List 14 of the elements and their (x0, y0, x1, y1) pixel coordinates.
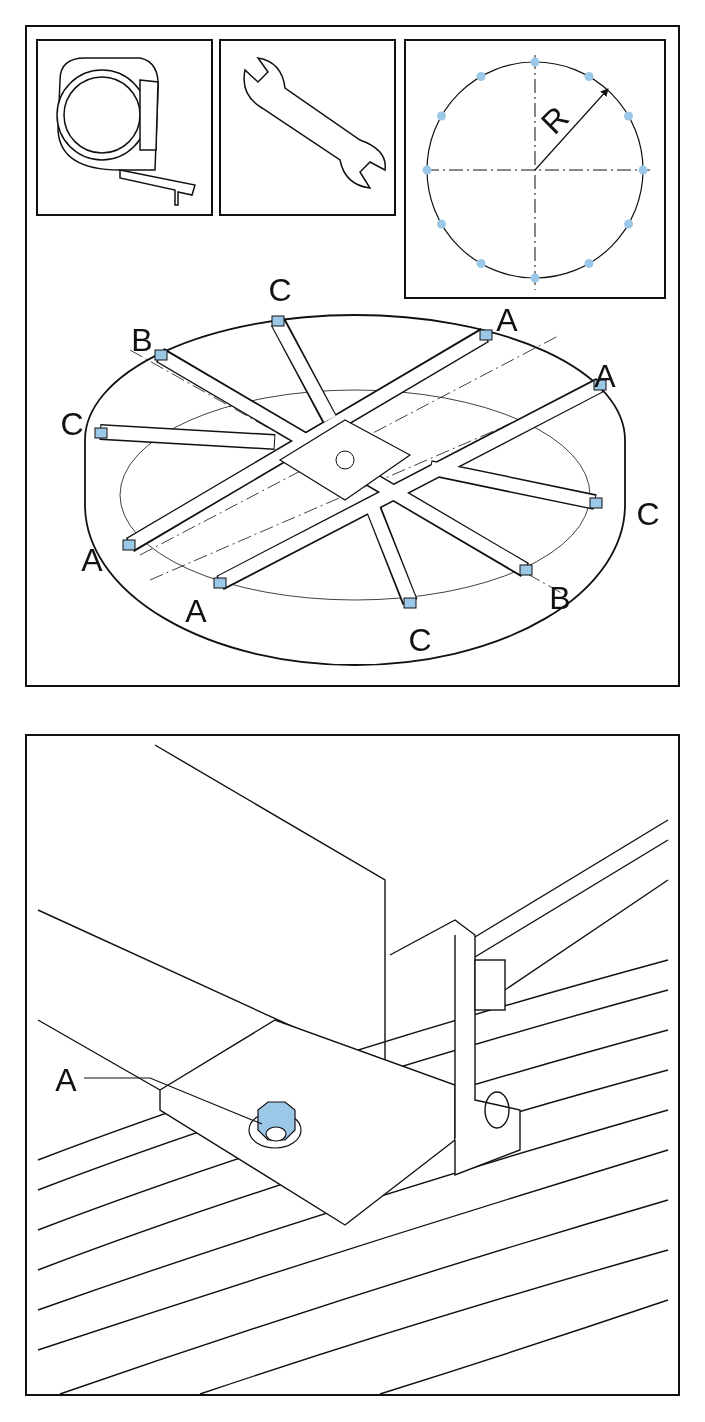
callout-letter: A (81, 544, 103, 576)
callout-letter: B (549, 582, 571, 614)
callout-letter: A (594, 360, 616, 392)
callout-letter: C (268, 274, 292, 306)
leader-line (83, 1077, 263, 1125)
radius-label: R (535, 100, 575, 140)
callout-letter: A (55, 1064, 77, 1096)
callout-letter: A (496, 304, 518, 336)
callout-letter: B (131, 324, 153, 356)
callout-letter: A (185, 595, 207, 627)
callout-letter: C (60, 408, 84, 440)
hex-nut (248, 1101, 302, 1149)
callout-letter: C (636, 498, 660, 530)
callout-letter: C (408, 624, 432, 656)
